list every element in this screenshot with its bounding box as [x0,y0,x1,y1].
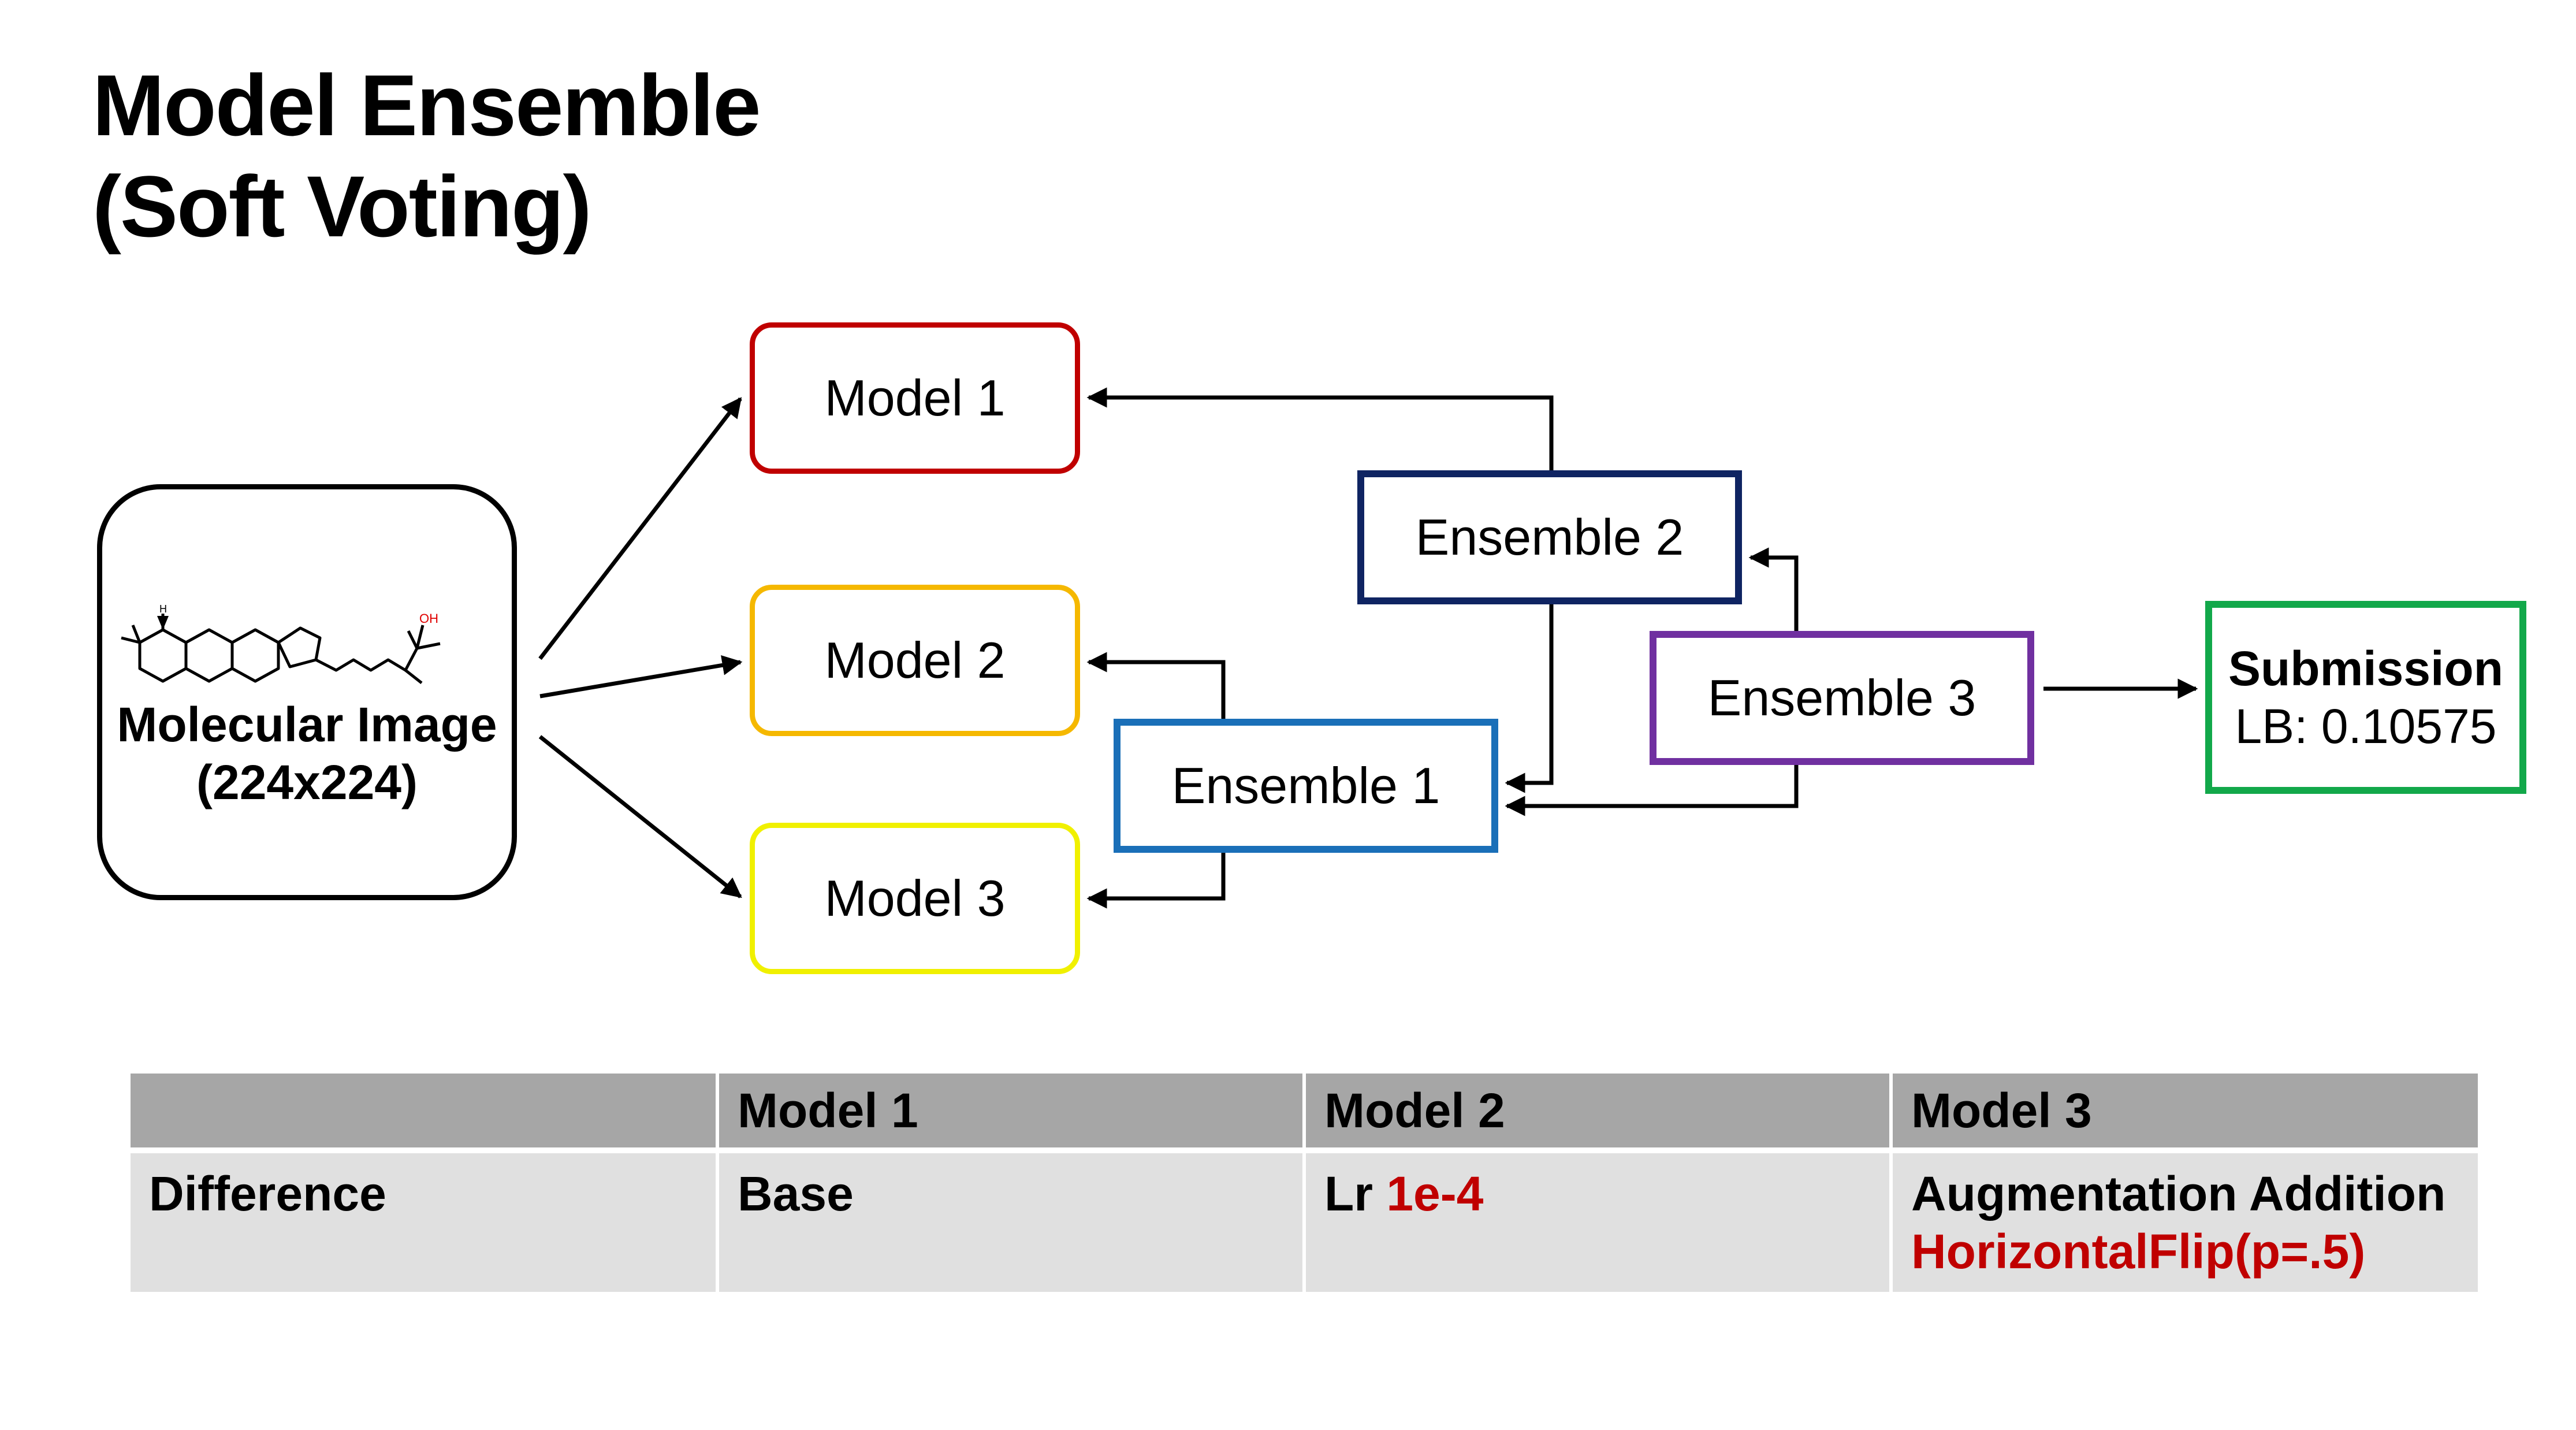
input-label-line-2: (224x224) [196,755,418,809]
model-2-box: Model 2 [750,585,1080,736]
arrow-ensemble3-to-ensemble2 [1748,547,1799,631]
ensemble-1-box: Ensemble 1 [1114,719,1498,853]
arrow-input-to-model2 [539,655,743,699]
ensemble-2-label: Ensemble 2 [1415,508,1684,566]
cell-model-2: Lr 1e-4 [1302,1150,1891,1292]
model-3-box: Model 3 [750,823,1080,974]
arrow-input-to-model1 [538,397,742,660]
input-label-line-1: Molecular Image [117,697,497,752]
molecule-structure-icon: OH H [120,603,440,684]
arrow-ensemble2-to-model1 [1086,387,1554,470]
ensemble-2-box: Ensemble 2 [1357,470,1742,604]
arrow-ensemble2-to-ensemble1 [1505,604,1554,793]
model-comparison-table: Model 1 Model 2 Model 3 Difference Base … [131,1074,2478,1292]
table-header-row: Model 1 Model 2 Model 3 [131,1074,2478,1153]
table-header-model-2: Model 2 [1302,1074,1891,1153]
model-1-label: Model 1 [824,369,1006,426]
cell-model-1-text: Base [738,1167,854,1221]
cell-model-3-line-1: Augmentation Addition [1911,1167,2446,1221]
svg-text:H: H [159,603,167,615]
cell-model-3-line-2: HorizontalFlip(p=.5) [1911,1224,2366,1279]
model-2-label: Model 2 [824,632,1006,689]
cell-model-2-value: 1e-4 [1386,1167,1484,1221]
table-row: Difference Base Lr 1e-4 Augmentation Add… [131,1150,2478,1292]
submission-box: Submission LB: 0.10575 [2205,601,2526,794]
ensemble-1-label: Ensemble 1 [1171,757,1440,814]
row-label-difference: Difference [131,1150,717,1292]
arrow-ensemble1-to-model2 [1086,652,1226,719]
ensemble-3-label: Ensemble 3 [1707,669,1976,726]
cell-model-1: Base [716,1150,1304,1292]
submission-score: LB: 0.10575 [2235,699,2497,753]
title-line-1: Model Ensemble [92,57,761,154]
arrow-ensemble3-to-ensemble1 [1505,765,1799,816]
ensemble-3-box: Ensemble 3 [1650,631,2034,765]
submission-title: Submission [2228,641,2504,696]
table-header-model-3: Model 3 [1889,1074,2478,1153]
title-line-2: (Soft Voting) [92,158,592,255]
cell-model-2-line: Lr 1e-4 [1324,1165,1889,1223]
arrow-ensemble1-to-model3 [1086,853,1226,909]
table-header-blank [131,1074,717,1153]
row-label-text: Difference [149,1167,386,1221]
table-header-model-1: Model 1 [716,1074,1304,1153]
page-title: Model Ensemble (Soft Voting) [92,55,761,257]
model-3-label: Model 3 [824,870,1006,927]
cell-model-2-prefix: Lr [1324,1167,1373,1221]
cell-model-3: Augmentation Addition HorizontalFlip(p=.… [1889,1150,2478,1292]
arrow-input-to-model3 [538,735,742,898]
molecular-image-box: OH H Molecular Image (224x224) [97,484,517,900]
model-1-box: Model 1 [750,322,1080,474]
svg-text:OH: OH [419,611,438,626]
